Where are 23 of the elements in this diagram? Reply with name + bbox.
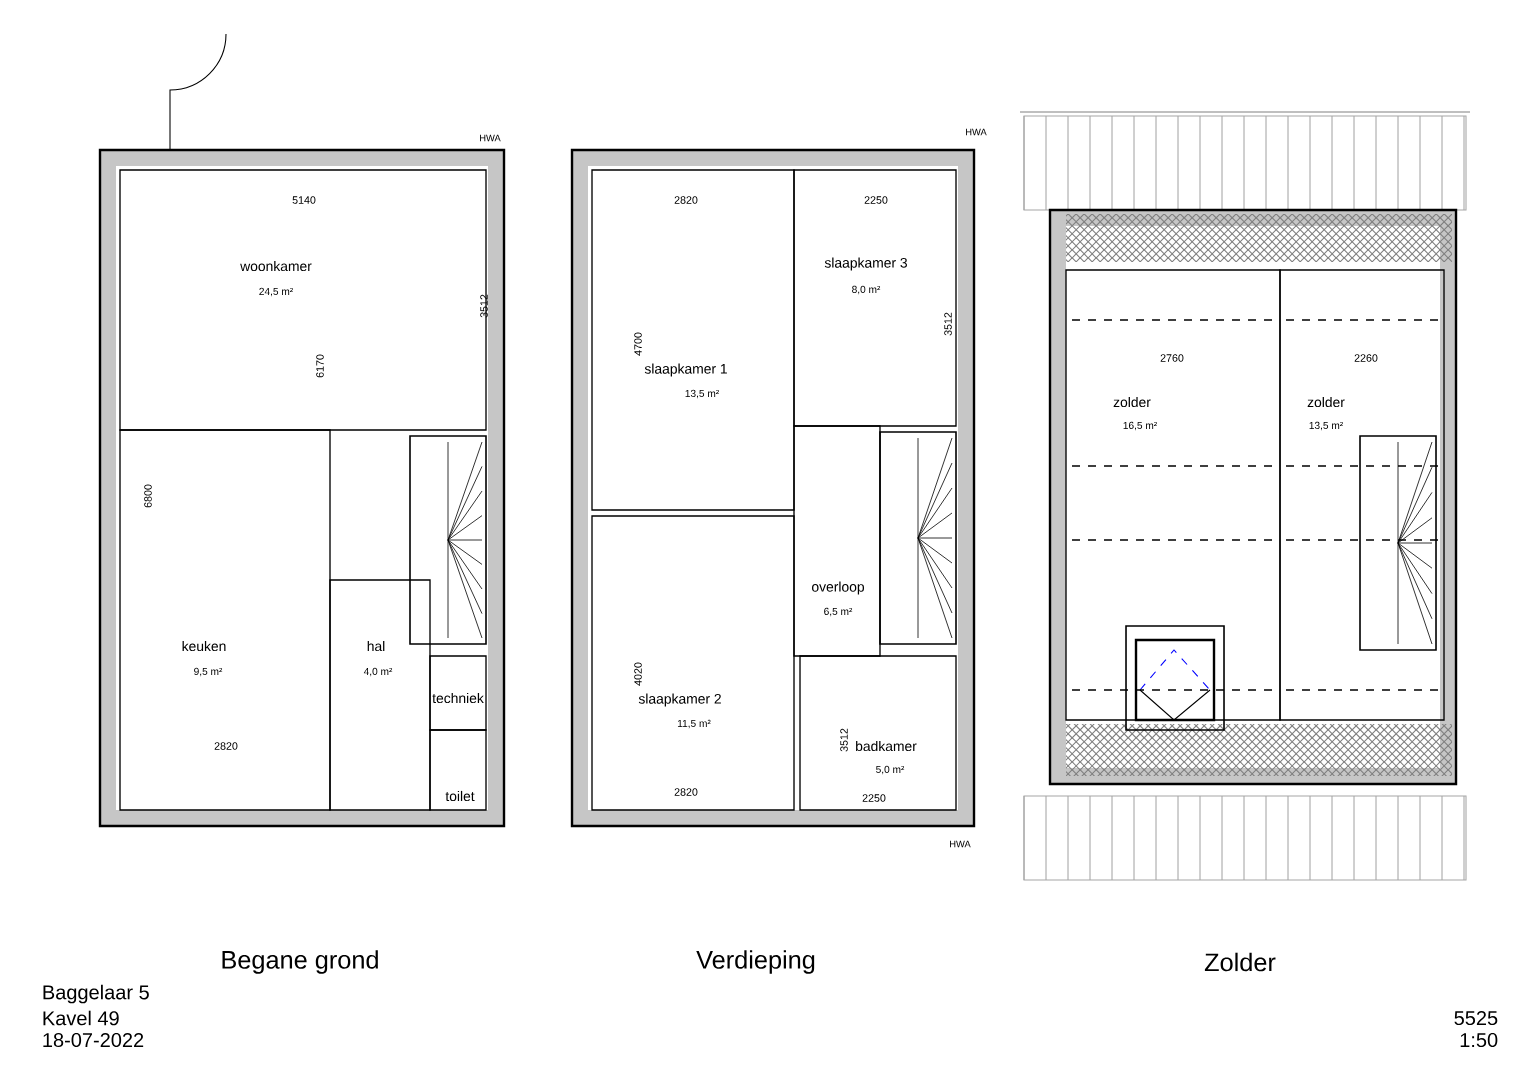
info-text: 1:50 [1460,1032,1498,1048]
room-outline [329,579,431,811]
floor-plan [570,148,976,828]
plan-title: Begane grond [222,950,378,974]
room-outline [591,515,795,811]
floor-plan [1048,208,1458,786]
room-outline [793,169,957,427]
info-text: 18-07-2022 [43,1032,144,1048]
info-text: 5525 [1454,1010,1498,1026]
room-outline [119,169,487,431]
room-outline [1279,269,1445,721]
info-text: Kavel 49 [43,1010,119,1026]
plan-title: Zolder [1204,952,1276,972]
room-outline [429,655,487,731]
info-text: Baggelaar 5 [43,984,149,1004]
floor-plan [98,148,506,828]
room-outline [1065,269,1281,721]
plan-title: Verdieping [696,950,815,974]
room-outline [793,425,881,657]
room-outline [429,729,487,811]
room-outline [591,169,795,511]
room-outline [119,429,331,811]
room-outline [799,655,957,811]
